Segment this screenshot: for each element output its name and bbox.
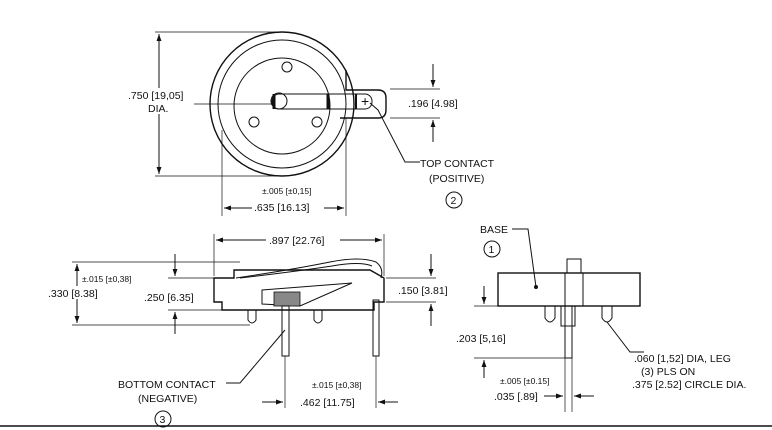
side-view-left-peg: [247, 310, 257, 324]
callout-3-circle: [154, 410, 172, 428]
side-view-middle-peg: [313, 310, 323, 324]
bottom-contact-label-line2: (NEGATIVE): [138, 393, 197, 405]
pin-width-tolerance-label: ±.005 [±0.15]: [500, 376, 550, 386]
length-dimension-label: .897 [22.76]: [269, 235, 325, 247]
leg-callout-line2: (3) PLS ON: [641, 366, 695, 378]
callout-2-circle: [445, 191, 463, 209]
side-view-bottom-contact-pin: [281, 305, 290, 357]
end-view-base: [497, 272, 641, 307]
callout-1-number: 1: [489, 244, 495, 256]
leg-callout-line3: .375 [2.52] CIRCLE DIA.: [632, 379, 746, 391]
end-view: BASE 1 .203 [5,16] .060 [1,52] DIA, LEG …: [456, 224, 746, 412]
top-view-contact-strip: [271, 93, 373, 110]
diameter-suffix-label: DIA.: [148, 103, 168, 115]
base-label: BASE: [480, 224, 508, 236]
end-view-left-peg: [544, 306, 556, 323]
width-tolerance-label: ±.005 [±0,15]: [262, 186, 312, 196]
pin-spacing-tolerance-label: ±.015 [±0,38]: [312, 380, 362, 390]
pin-width-dimension-label: .035 [.89]: [494, 391, 538, 403]
top-view-plus-sign: +: [361, 93, 369, 109]
callout-3-number: 3: [160, 414, 166, 426]
pin-spacing-dimension-label: .462 [11.75]: [300, 397, 355, 409]
top-view-hole-top: [281, 61, 293, 73]
top-view-hole-left: [248, 116, 260, 128]
top-contact-label-line2: (POSITIVE): [429, 173, 484, 185]
top-view-hole-right: [311, 116, 323, 128]
callout-1-circle: [483, 240, 501, 258]
bottom-contact-label-line1: BOTTOM CONTACT: [118, 379, 216, 391]
end-view-center-pin: [564, 305, 573, 359]
body-height-dimension-label: .250 [6.35]: [144, 292, 194, 304]
top-view-tab-outline: [340, 70, 387, 119]
end-view-right-peg: [601, 306, 613, 323]
height-dimension-label: .330 [8.38]: [48, 288, 98, 300]
callout-2-number: 2: [451, 195, 457, 207]
height-tolerance-label: ±.015 [±0,38]: [82, 274, 132, 284]
leg-callout-line1: .060 [1,52] DIA, LEG: [634, 353, 731, 365]
top-contact-label-line1: TOP CONTACT: [420, 158, 495, 170]
top-view: + .750 [19,05] DIA. .196 [4.98] TOP CONT…: [126, 31, 495, 216]
width-dimension-label: .635 [16.13]: [254, 202, 310, 214]
side-view: .897 [22.76] ±.015 [±0,38] .330 [8.38] .…: [46, 233, 448, 428]
top-view-contact-dimple: [270, 92, 288, 110]
tab-dimension-label: .196 [4.98]: [408, 98, 458, 110]
pin-length-dimension-label: .203 [5,16]: [456, 333, 506, 345]
right-height-dimension-label: .150 [3.81]: [398, 285, 448, 297]
top-view-cell-recess: [233, 57, 331, 155]
diameter-dimension-label: .750 [19,05]: [128, 90, 184, 102]
